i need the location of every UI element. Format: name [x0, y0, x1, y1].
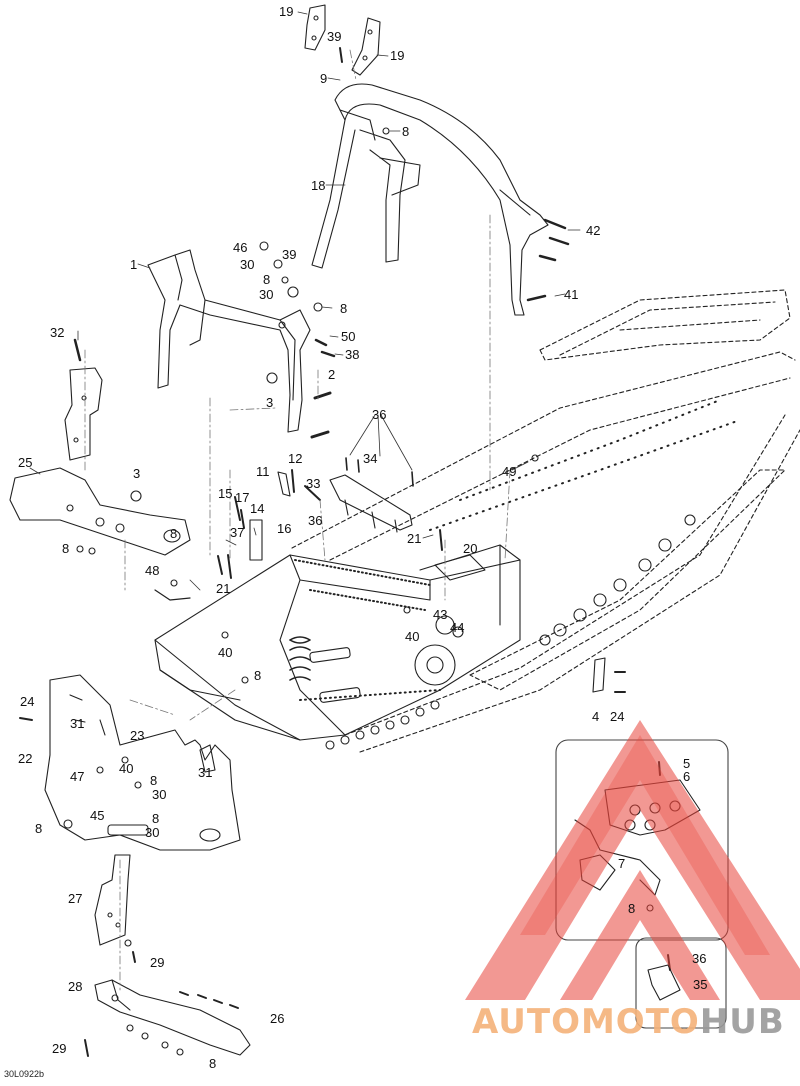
- callout-label: 30: [259, 287, 274, 302]
- callout-label: 8: [402, 124, 410, 139]
- callout-label: 21: [407, 531, 422, 546]
- callout-label: 5: [683, 756, 691, 771]
- callout-label: 36: [692, 951, 707, 966]
- callout-label: 1: [130, 257, 138, 272]
- callout-label: 43: [433, 607, 448, 622]
- front-bumper-bracket-22: [19, 674, 241, 851]
- callout-label: 38: [345, 347, 360, 362]
- callout-label: 29: [150, 955, 165, 970]
- lower-beam-28: [84, 979, 251, 1057]
- callout-label: 27: [68, 891, 83, 906]
- callout-label: 36: [308, 513, 323, 528]
- callout-label: 17: [235, 490, 250, 505]
- alignment-lines: [84, 49, 511, 991]
- callout-label: 30: [240, 257, 255, 272]
- callout-label: 28: [68, 979, 83, 994]
- callout-label: 29: [52, 1041, 67, 1056]
- callout-label: 8: [62, 541, 70, 556]
- callout-label: 8: [263, 272, 271, 287]
- callout-label: 24: [20, 694, 35, 709]
- callout-label: 36: [372, 407, 387, 422]
- callout-label: 8: [628, 901, 636, 916]
- callout-label: 19: [390, 48, 405, 63]
- callout-label: 32: [50, 325, 65, 340]
- callout-label: 6: [683, 769, 691, 784]
- callout-label: 47: [70, 769, 85, 784]
- callout-label: 3: [266, 395, 274, 410]
- center-small-parts: [154, 457, 486, 684]
- callout-label: 25: [18, 455, 33, 470]
- callout-label: 21: [216, 581, 231, 596]
- callout-label: 30: [152, 787, 167, 802]
- callout-label: 40: [119, 761, 134, 776]
- callout-label: 8: [170, 526, 178, 541]
- callout-label: 12: [288, 451, 303, 466]
- callout-label: 8: [35, 821, 43, 836]
- watermark-logo: [465, 720, 800, 1000]
- bracket-assembly-25: [9, 338, 191, 556]
- leader-lines: [29, 11, 581, 591]
- callout-label: 26: [270, 1011, 285, 1026]
- callout-label: 39: [282, 247, 297, 262]
- callout-label: 31: [70, 716, 85, 731]
- callout-label: 35: [693, 977, 708, 992]
- callout-label: 19: [279, 4, 294, 19]
- callout-label: 39: [327, 29, 342, 44]
- watermark-part1: AUTOMOTO: [472, 1002, 700, 1042]
- bracket-19-right: [351, 17, 381, 76]
- callout-label: 48: [145, 563, 160, 578]
- watermark-part2: HUB: [699, 1002, 785, 1042]
- steering-hoop: [311, 83, 549, 316]
- callout-label: 23: [130, 728, 145, 743]
- callout-label: 24: [610, 709, 625, 724]
- callout-label: 40: [405, 629, 420, 644]
- callout-label: 45: [90, 808, 105, 823]
- callout-label: 8: [209, 1056, 217, 1071]
- main-chassis: [154, 289, 800, 753]
- callout-label: 42: [586, 223, 601, 238]
- hardware-cluster: [259, 127, 570, 462]
- callout-label: 22: [18, 751, 33, 766]
- callout-label: 50: [341, 329, 356, 344]
- bracket-27: [94, 854, 136, 963]
- callout-label: 8: [254, 668, 262, 683]
- callout-label: 30: [145, 825, 160, 840]
- callout-label: 11: [256, 464, 270, 479]
- callout-label: 46: [233, 240, 248, 255]
- callout-label: 41: [564, 287, 579, 302]
- callout-label: 34: [363, 451, 378, 466]
- callout-label: 40: [218, 645, 233, 660]
- callout-label: 9: [320, 71, 328, 86]
- callout-label: 3: [133, 466, 141, 481]
- front-hoop-1: [147, 249, 311, 433]
- callout-label: 2: [328, 367, 336, 382]
- callout-label: 8: [150, 773, 158, 788]
- callout-label: 8: [152, 811, 160, 826]
- callout-label: 14: [250, 501, 265, 516]
- bracket-19-left: [304, 4, 326, 51]
- callout-label: 4: [592, 709, 600, 724]
- document-reference: 30L0922b: [4, 1069, 45, 1079]
- callout-label: 44: [450, 620, 465, 635]
- callout-label: 37: [230, 525, 245, 540]
- callout-label: 7: [618, 856, 626, 871]
- callout-label: 33: [306, 476, 321, 491]
- callout-label: 15: [218, 486, 233, 501]
- callout-label: 31: [198, 765, 213, 780]
- watermark-text: AUTOMOTOHUB: [472, 1002, 785, 1042]
- callout-label: 49: [502, 464, 517, 479]
- callout-label: 8: [340, 301, 348, 316]
- callout-label: 18: [311, 178, 326, 193]
- callout-label: 20: [463, 541, 478, 556]
- callout-label: 16: [277, 521, 292, 536]
